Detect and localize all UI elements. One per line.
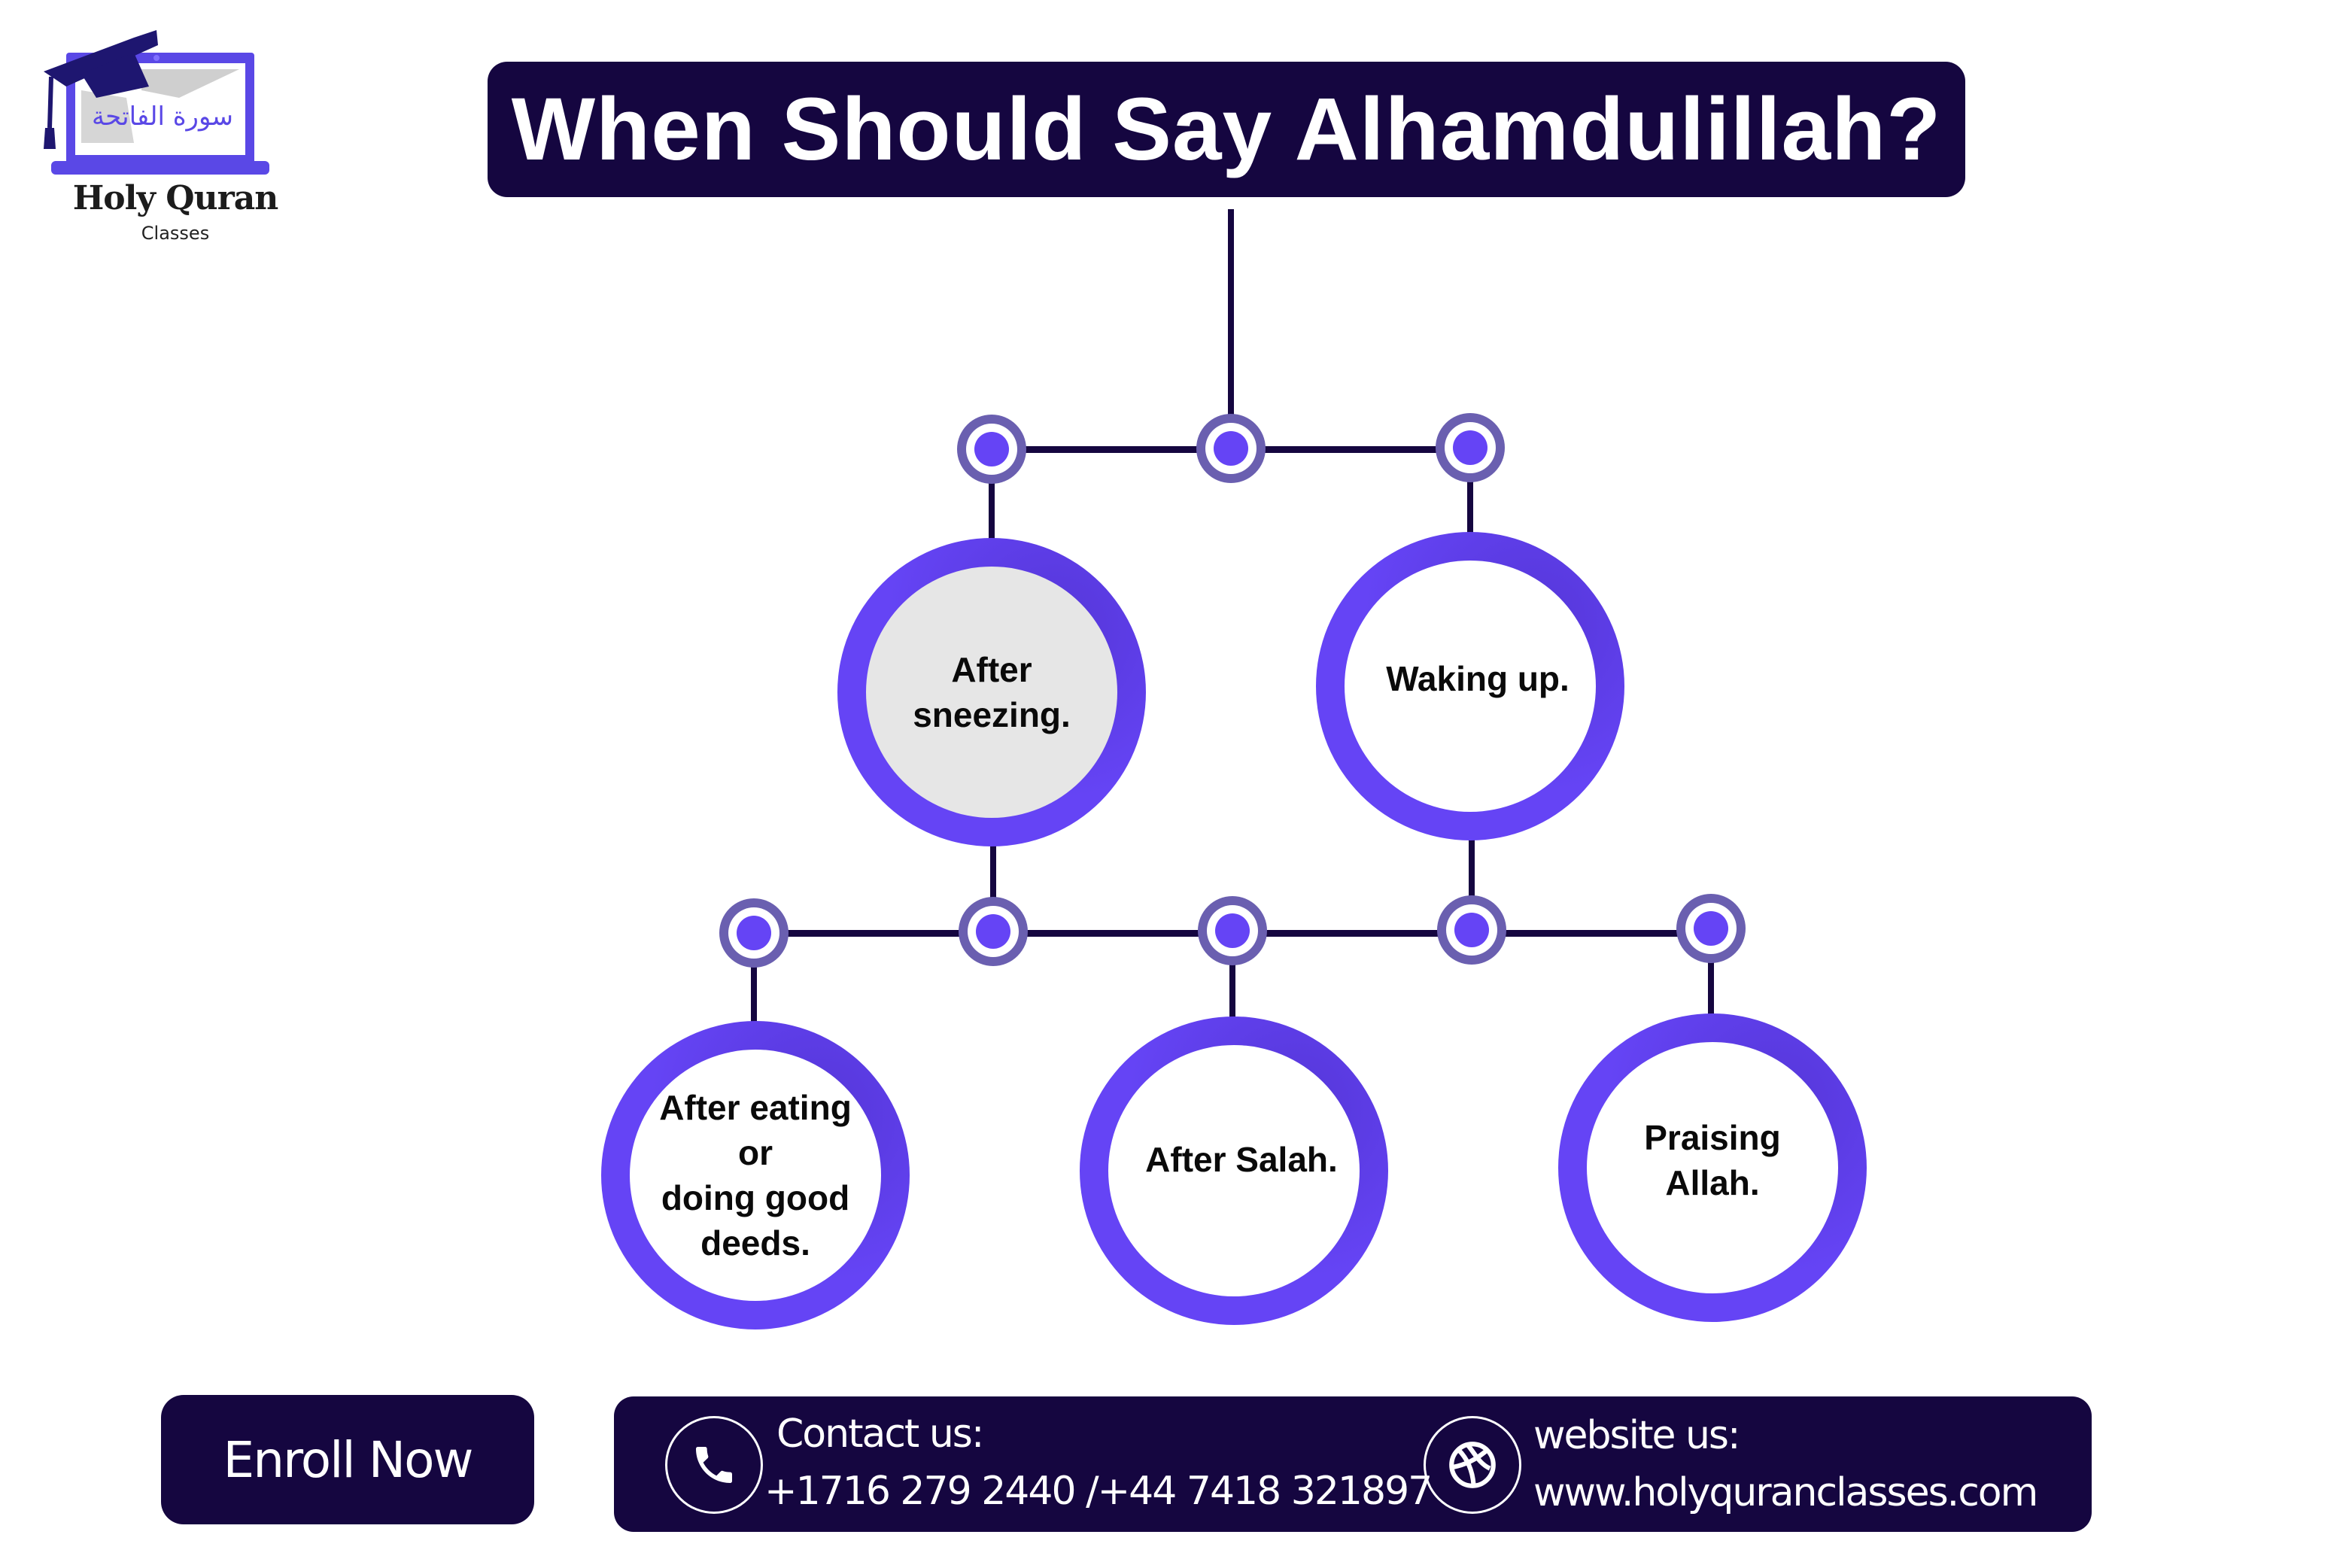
brand-name: Holy Quran: [72, 179, 279, 217]
page-title: When Should Say Alhamdulillah?: [511, 80, 1942, 179]
title-banner: When Should Say Alhamdulillah?: [488, 62, 1965, 197]
node-label: Praising Allah.: [1644, 1118, 1781, 1202]
connector-line: [751, 933, 757, 1023]
contact-phone[interactable]: +1716 279 2440 /+44 7418 321897: [764, 1469, 1433, 1514]
contact-bar: Contact us: +1716 279 2440 /+44 7418 321…: [614, 1396, 2092, 1532]
connector-line: [1228, 209, 1234, 435]
node-dot[interactable]: [1196, 414, 1266, 483]
brand-subtitle: Classes: [141, 223, 210, 244]
node-label: After Salah.: [1145, 1140, 1338, 1179]
node-dot[interactable]: [719, 898, 789, 968]
node-dot[interactable]: [959, 897, 1028, 966]
svg-text:سورة الفاتحة: سورة الفاتحة: [92, 102, 233, 132]
node-after-sneezing[interactable]: After sneezing.: [837, 538, 1146, 846]
node-dot[interactable]: [1676, 894, 1746, 963]
node-waking-up[interactable]: Waking up.: [1316, 532, 1624, 840]
contact-label: Contact us:: [776, 1412, 984, 1457]
node-after-salah[interactable]: After Salah.: [1080, 1016, 1388, 1325]
brand-logo: سورة الفاتحة Holy Quran Classes: [21, 15, 278, 248]
connector-line: [1229, 933, 1235, 1020]
enroll-now-button[interactable]: Enroll Now: [161, 1395, 534, 1524]
connector-line: [1467, 451, 1473, 539]
connector-line: [990, 843, 996, 930]
connector-line: [989, 451, 995, 542]
node-dot[interactable]: [1437, 895, 1506, 965]
graduation-laptop-icon: سورة الفاتحة: [44, 30, 269, 175]
enroll-now-label: Enroll Now: [223, 1430, 474, 1489]
node-after-eating[interactable]: After eating or doing good deeds.: [601, 1021, 910, 1329]
node-dot[interactable]: [1436, 413, 1505, 482]
website-label: website us:: [1533, 1413, 1741, 1458]
dribbble-glyph: [1449, 1442, 1496, 1488]
node-label: After sneezing.: [913, 650, 1071, 734]
website-url[interactable]: www.holyquranclasses.com: [1533, 1470, 2038, 1515]
node-dot[interactable]: [957, 415, 1026, 484]
node-praising-allah[interactable]: Praising Allah.: [1558, 1013, 1867, 1322]
node-label: After eating or doing good deeds.: [659, 1088, 852, 1263]
node-dot[interactable]: [1198, 896, 1267, 965]
node-label: Waking up.: [1386, 659, 1570, 698]
globe-icon[interactable]: [1424, 1416, 1521, 1514]
connector-line: [1469, 835, 1475, 930]
phone-icon[interactable]: [665, 1416, 763, 1514]
phone-glyph: [696, 1447, 732, 1483]
connector-line: [1708, 930, 1714, 1017]
